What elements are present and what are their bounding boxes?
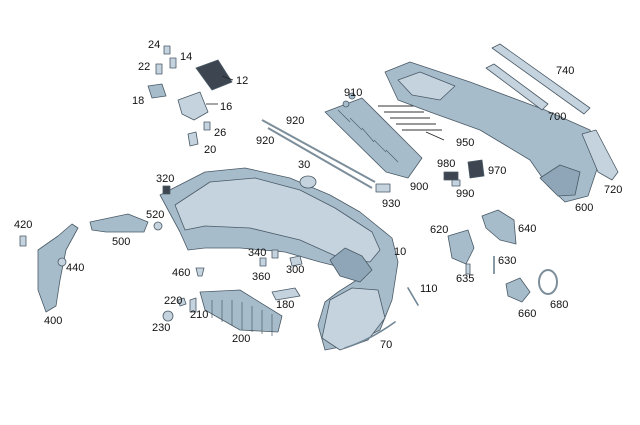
callout-360: 360 <box>252 271 270 283</box>
strip-740-part <box>491 43 591 115</box>
callout-910: 910 <box>344 87 362 99</box>
callout-920-lower: 920 <box>256 135 274 147</box>
callout-16: 16 <box>220 101 232 113</box>
clip-220-part <box>177 297 187 307</box>
bracket-500-part <box>89 213 149 233</box>
callout-220: 220 <box>164 295 182 307</box>
support-rods-920-part <box>261 119 376 189</box>
bracket-900-part <box>324 97 423 179</box>
callout-990: 990 <box>456 188 474 200</box>
lower-grille-part <box>199 289 283 336</box>
bolt-635-part <box>465 263 471 275</box>
callout-labels: 24 14 22 12 18 16 26 20 910 920 920 30 9… <box>14 39 622 351</box>
callout-680: 680 <box>550 299 568 311</box>
callout-600: 600 <box>575 202 593 214</box>
callout-520: 520 <box>146 209 164 221</box>
callout-950: 950 <box>456 137 474 149</box>
callout-635: 635 <box>456 273 474 285</box>
diffuser-600-part <box>384 61 601 203</box>
callout-400: 400 <box>44 315 62 327</box>
callout-200: 200 <box>232 333 250 345</box>
cover-970-part <box>467 159 485 179</box>
callout-210: 210 <box>190 309 208 321</box>
callout-300: 300 <box>286 264 304 276</box>
callout-440: 440 <box>66 262 84 274</box>
callout-920-upper: 920 <box>286 115 304 127</box>
bolt-420-part <box>19 235 27 247</box>
callout-70: 70 <box>380 339 392 351</box>
bumper-cover-part <box>159 167 399 351</box>
cover-12-part <box>195 59 233 91</box>
callout-660: 660 <box>518 308 536 320</box>
callout-930: 930 <box>382 198 400 210</box>
clip-230-part <box>162 310 174 322</box>
reflector-30-part <box>299 175 317 189</box>
callout-22: 22 <box>138 61 150 73</box>
callout-24: 24 <box>148 39 160 51</box>
clip-20-part <box>187 131 199 147</box>
clips-910-part <box>342 92 356 108</box>
clip-520-part <box>153 221 163 231</box>
callout-20: 20 <box>204 144 216 156</box>
callout-12: 12 <box>236 75 248 87</box>
cover-980-part <box>443 171 459 181</box>
callout-26: 26 <box>214 127 226 139</box>
bracket-620-part <box>447 229 475 265</box>
callout-970: 970 <box>488 165 506 177</box>
callout-420: 420 <box>14 219 32 231</box>
bottom-trim-strip-part <box>344 321 396 349</box>
callout-720: 720 <box>604 184 622 196</box>
callout-740: 740 <box>556 65 574 77</box>
callout-630: 630 <box>498 255 516 267</box>
callout-180: 180 <box>276 299 294 311</box>
callout-500: 500 <box>112 236 130 248</box>
cover-990-part <box>451 179 461 187</box>
bracket-640-part <box>481 209 517 245</box>
strip-700-part <box>485 63 549 111</box>
callout-620: 620 <box>430 224 448 236</box>
callout-230: 230 <box>152 322 170 334</box>
plug-460-part <box>195 267 205 277</box>
bracket-18-part <box>147 83 167 99</box>
callout-30: 30 <box>298 159 310 171</box>
callout-640: 640 <box>518 223 536 235</box>
trim-720-part <box>581 129 619 181</box>
clip-300-part <box>289 255 303 267</box>
clip-440-part <box>57 257 67 267</box>
sensor-930-part <box>375 183 391 193</box>
rods-950-part <box>378 105 442 131</box>
clip-210-part <box>189 297 197 313</box>
callout-110: 110 <box>420 283 438 295</box>
clip-14-part <box>169 57 177 69</box>
callout-340: 340 <box>248 247 266 259</box>
clip-22-part <box>155 63 163 75</box>
bolt-320-part <box>162 185 171 195</box>
trim-180-part <box>271 287 301 301</box>
callout-980: 980 <box>437 158 455 170</box>
clip-24-part <box>163 45 171 55</box>
clip-340-part <box>271 249 279 259</box>
bracket-660-part <box>505 277 531 303</box>
callout-900: 900 <box>410 181 428 193</box>
callout-320: 320 <box>156 173 174 185</box>
callout-14: 14 <box>180 51 192 63</box>
clip-360-part <box>259 257 267 267</box>
callout-460: 460 <box>172 267 190 279</box>
ring-680-part <box>538 269 558 295</box>
callout-700: 700 <box>548 111 566 123</box>
clip-26-part <box>203 121 211 131</box>
bracket-16-part <box>177 91 209 121</box>
trim-110-part <box>407 287 419 306</box>
callout-18: 18 <box>132 95 144 107</box>
callout-10: 10 <box>394 246 406 258</box>
